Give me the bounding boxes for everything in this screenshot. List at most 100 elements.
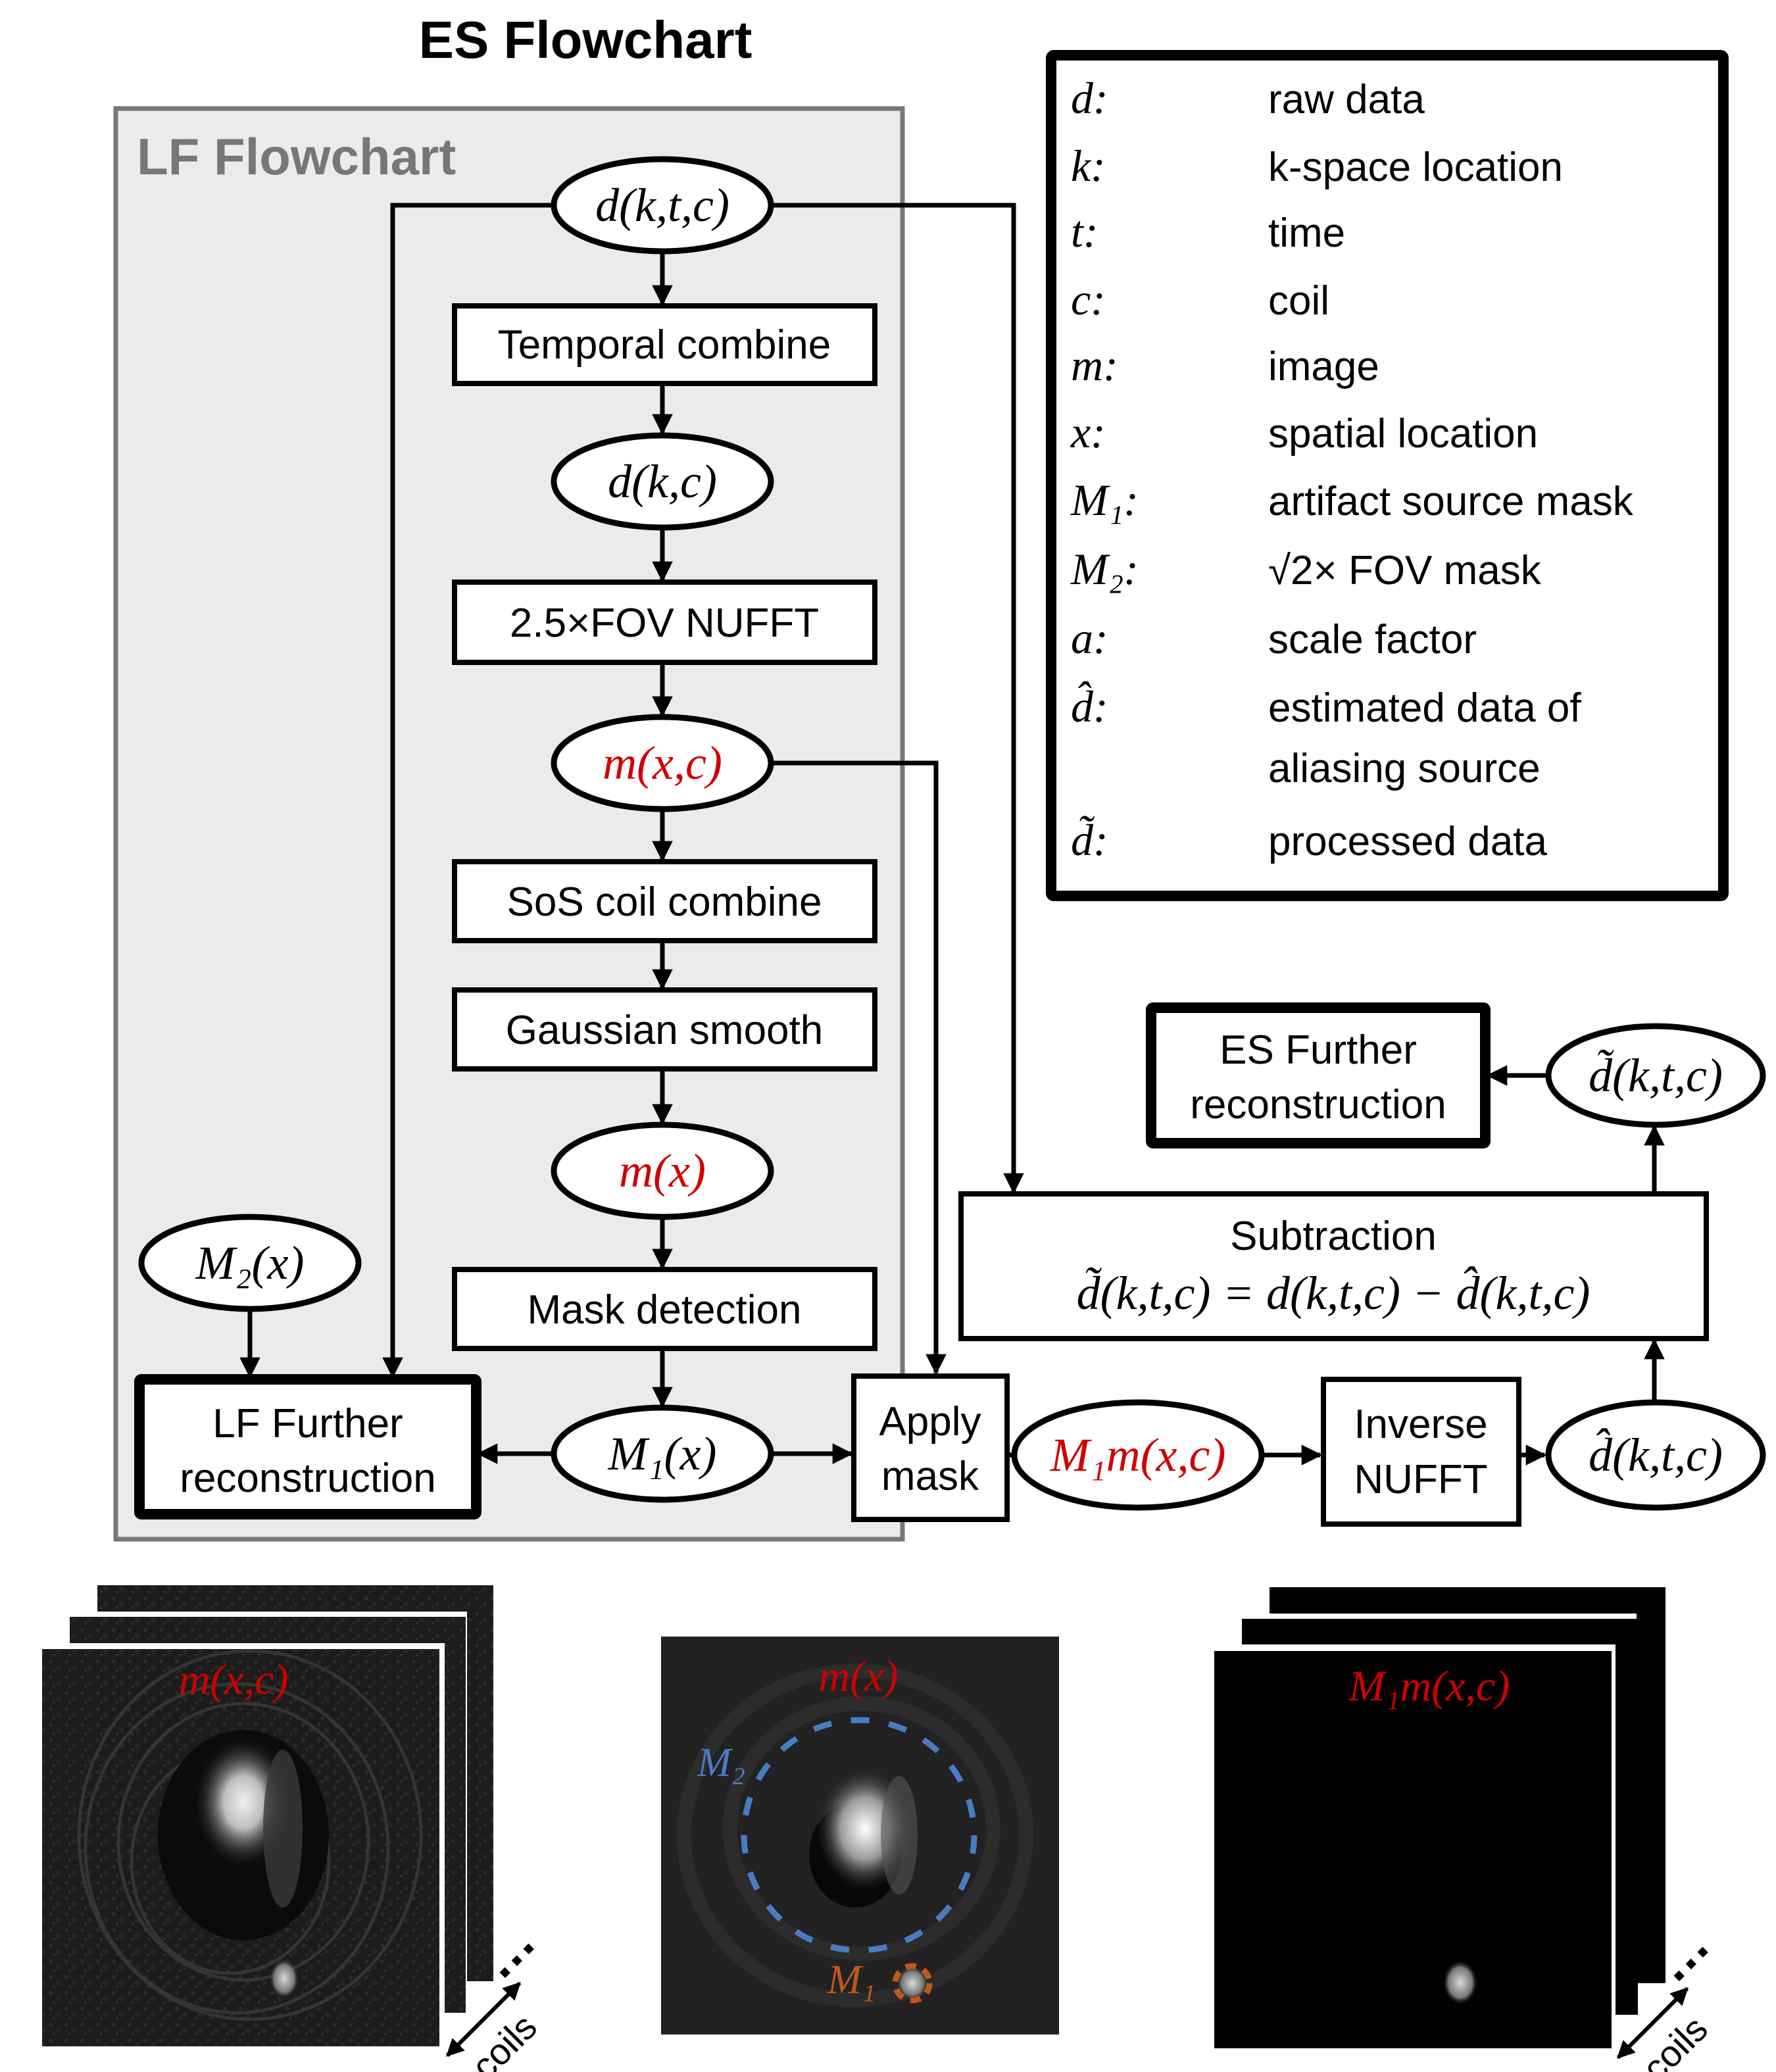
masked-images-label: M₁m(x,c)	[1348, 1662, 1510, 1710]
legend-row: M₁: artifact source mask	[1070, 475, 1634, 525]
legend-symbol: d:	[1071, 73, 1108, 123]
panel-coil-images: m(x,c) … coils	[41, 1585, 546, 2072]
legend-box	[1046, 50, 1729, 901]
node-m2-x-label: M₂(x)	[195, 1237, 305, 1289]
es-further-line2: reconstruction	[1190, 1082, 1446, 1127]
node-d-tilde-ktc[interactable]: d̃(k,t,c)	[1545, 1023, 1766, 1128]
combined-image-label: m(x)	[819, 1652, 899, 1700]
legend-description: raw data	[1268, 77, 1425, 122]
apply-mask-line2: mask	[881, 1454, 979, 1499]
legend-description: processed data	[1268, 819, 1547, 864]
page-title: ES Flowchart	[419, 11, 752, 69]
legend-description: image	[1268, 344, 1379, 389]
legend-row: x: spatial location	[1070, 407, 1538, 457]
legend-row: d̃: processed data	[1071, 815, 1547, 865]
legend-symbol: a:	[1071, 613, 1108, 663]
step-sos-combine[interactable]: SoS coil combine	[452, 859, 877, 943]
masked-images-axis-label: coils	[1634, 2008, 1715, 2072]
coil-images-axis-label: coils	[463, 2006, 545, 2072]
node-m-xc[interactable]: m(x,c)	[551, 714, 774, 812]
node-m1-m-xc[interactable]: M₁m(x,c)	[1011, 1399, 1265, 1511]
step-gaussian-smooth[interactable]: Gaussian smooth	[452, 987, 877, 1072]
legend-symbol: c:	[1071, 274, 1106, 324]
step-nufft[interactable]: 2.5×FOV NUFFT	[452, 580, 877, 665]
legend-description: artifact source mask	[1268, 479, 1634, 524]
legend-row: t: time	[1071, 207, 1345, 257]
lf-further-line2: reconstruction	[180, 1456, 435, 1501]
coil-image-front	[42, 1649, 439, 2046]
legend-symbol: m:	[1071, 340, 1118, 390]
node-d-hat-ktc-label: d̂(k,t,c)	[1589, 1428, 1723, 1481]
inverse-nufft-line1: Inverse	[1354, 1402, 1487, 1447]
legend-row: M₂: √2× FOV mask	[1070, 544, 1542, 594]
legend-description: √2× FOV mask	[1268, 548, 1542, 593]
coil-images-label: m(x,c)	[179, 1656, 289, 1704]
step-nufft-label: 2.5×FOV NUFFT	[510, 601, 819, 646]
legend-symbol: d̂:	[1071, 681, 1108, 731]
inverse-nufft-line2: NUFFT	[1354, 1457, 1487, 1502]
step-es-further-reconstruction[interactable]: ES Further reconstruction	[1146, 1002, 1491, 1148]
node-m-xc-label: m(x,c)	[603, 737, 722, 789]
arrow-dktc-to-subtraction	[771, 203, 1024, 1195]
arrow-dktc-to-lf-further	[382, 203, 553, 1379]
step-mask-detection-label: Mask detection	[528, 1287, 802, 1333]
m2-label: M₂	[697, 1740, 745, 1785]
legend-description: scale factor	[1268, 617, 1477, 662]
step-temporal-combine[interactable]: Temporal combine	[452, 303, 877, 386]
legend-description-continued: aliasing source	[1268, 746, 1541, 791]
legend-row: k:k-space location	[1071, 141, 1563, 191]
legend-symbol: t:	[1071, 207, 1098, 257]
m1-label: M₁	[827, 1958, 876, 2002]
es-further-line1: ES Further	[1220, 1027, 1417, 1073]
node-d-kc[interactable]: d(k,c)	[551, 432, 774, 531]
step-mask-detection[interactable]: Mask detection	[452, 1267, 877, 1351]
legend-description: estimated data of	[1268, 685, 1581, 731]
arrow-mxc-to-apply-mask	[771, 760, 947, 1375]
panel-masked-images: M₁m(x,c) … coils	[1212, 1587, 1720, 2072]
node-m1-x-label: M₁(x)	[608, 1427, 717, 1480]
legend-row: d̂: estimated data of aliasing source	[1071, 681, 1581, 791]
connectors	[239, 203, 1665, 1466]
node-m-x-label: m(x)	[619, 1145, 706, 1197]
legend-symbol: M₁:	[1070, 475, 1139, 525]
step-inverse-nufft[interactable]: Inverse NUFFT	[1321, 1377, 1521, 1527]
legend-description: time	[1268, 210, 1345, 256]
m2-mask-outline	[741, 1717, 977, 1954]
legend: d: raw data k:k-space location t: time c: coil…	[1046, 50, 1729, 901]
legend-symbol: M₂:	[1070, 544, 1139, 594]
step-apply-mask[interactable]: Apply mask	[851, 1373, 1010, 1522]
masked-image-front	[1214, 1651, 1612, 2048]
node-m1-m-xc-label: M₁m(x,c)	[1050, 1429, 1226, 1481]
legend-row: d: raw data	[1071, 73, 1425, 123]
subtraction-equation: d̃(k,t,c) = d(k,t,c) − d̂(k,t,c)	[1077, 1266, 1591, 1320]
node-d-hat-ktc[interactable]: d̂(k,t,c)	[1545, 1399, 1766, 1511]
legend-description: coil	[1268, 278, 1329, 324]
coils-axis-arrow-left	[445, 1981, 522, 2058]
step-gaussian-smooth-label: Gaussian smooth	[506, 1008, 823, 1053]
step-temporal-combine-label: Temporal combine	[498, 322, 831, 368]
subtraction-title: Subtraction	[1230, 1214, 1437, 1259]
legend-row: m: image	[1071, 340, 1379, 390]
step-subtraction[interactable]: Subtraction d̃(k,t,c) = d(k,t,c) − d̂(k,…	[958, 1191, 1709, 1341]
legend-symbol: k:	[1071, 141, 1106, 191]
legend-symbol: x:	[1070, 407, 1106, 457]
apply-mask-line1: Apply	[879, 1399, 981, 1444]
node-d-ktc-label: d(k,t,c)	[595, 179, 729, 232]
node-m2-x[interactable]: M₂(x)	[138, 1214, 362, 1312]
node-d-kc-label: d(k,c)	[608, 455, 717, 508]
step-lf-further-reconstruction[interactable]: LF Further reconstruction	[134, 1374, 481, 1519]
lf-further-line1: LF Further	[212, 1401, 403, 1446]
lf-flowchart-title: LF Flowchart	[137, 128, 456, 185]
node-d-ktc[interactable]: d(k,t,c)	[551, 156, 774, 255]
legend-description: spatial location	[1268, 411, 1538, 456]
m1-mask-outline	[892, 1963, 933, 2004]
panel-combined-image: m(x) M₂ M₁	[661, 1637, 1059, 2035]
node-d-tilde-ktc-label: d̃(k,t,c)	[1589, 1049, 1723, 1102]
legend-row: a: scale factor	[1071, 613, 1477, 663]
node-m-x[interactable]: m(x)	[551, 1122, 774, 1220]
legend-symbol: d̃:	[1071, 815, 1108, 865]
legend-row: c: coil	[1071, 274, 1329, 324]
node-m1-x[interactable]: M₁(x)	[551, 1404, 774, 1503]
step-sos-combine-label: SoS coil combine	[506, 879, 822, 925]
